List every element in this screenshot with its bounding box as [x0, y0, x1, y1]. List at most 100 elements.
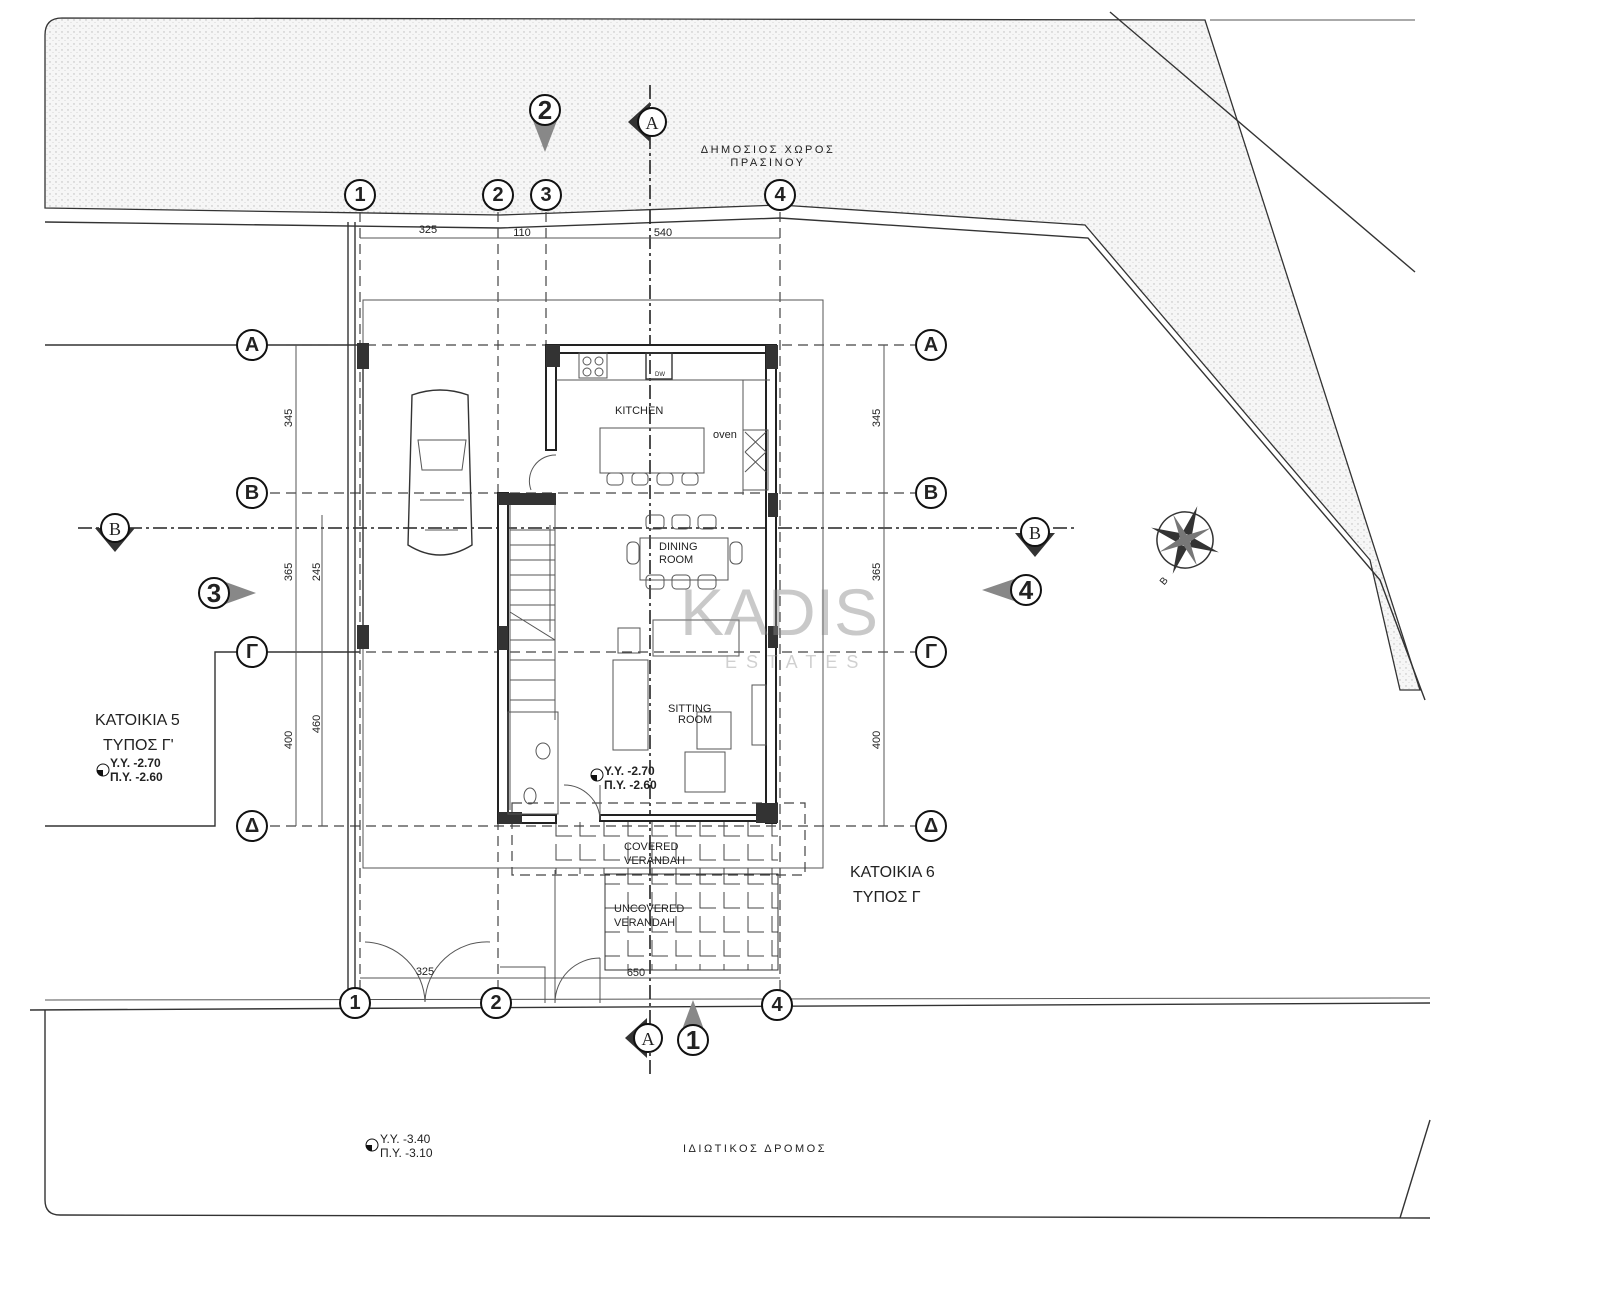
- svg-text:Υ.Υ. -3.40: Υ.Υ. -3.40: [380, 1132, 431, 1146]
- kadis-estates-watermark: KADIS ESTATES: [680, 575, 878, 672]
- grid-bubble-1-bottom: 1: [339, 987, 371, 1019]
- dim-right-2: 365: [871, 563, 883, 581]
- dim-right-1: 345: [871, 409, 883, 427]
- svg-text:Π.Υ. -2.60: Π.Υ. -2.60: [604, 778, 657, 792]
- svg-text:Α: Α: [924, 334, 938, 356]
- grid-bubble-2-bottom: 2: [480, 987, 512, 1019]
- house6-label-2: ΤΥΠΟΣ Γ: [853, 889, 921, 906]
- svg-text:2: 2: [492, 184, 503, 206]
- road-edge: [1399, 1119, 1431, 1219]
- grid-bubble-d-right: Δ: [915, 810, 947, 842]
- covered-verandah: [555, 822, 778, 874]
- dim-left-2: 365: [283, 563, 295, 581]
- public-green-area: [44, 17, 1421, 691]
- dining-label-2: ROOM: [659, 554, 693, 566]
- sitting-label-1: SITTING: [668, 703, 711, 715]
- grid-bubble-3-top: 3: [530, 179, 562, 211]
- grid-bubble-d-left: Δ: [236, 810, 268, 842]
- dining-table: [626, 514, 743, 590]
- covered-verandah-label-2: VERANDAH: [624, 855, 685, 867]
- oven-label: oven: [713, 429, 737, 441]
- svg-text:Υ.Υ. -2.70: Υ.Υ. -2.70: [604, 764, 655, 778]
- kitchen-label: KITCHEN: [615, 405, 663, 417]
- dim-top-3: 540: [654, 227, 672, 239]
- compass-rose-icon: B: [1151, 506, 1219, 588]
- dim-bottom-1: 325: [416, 966, 434, 978]
- house-walls: [347, 222, 778, 1000]
- grid-bubble-g-left: Γ: [236, 636, 268, 668]
- grid-bubble-g-right: Γ: [915, 636, 947, 668]
- section-marker-b-left: B: [95, 513, 135, 552]
- svg-text:Β: Β: [924, 482, 938, 504]
- level-marker-house6: Υ.Υ. -2.70Π.Υ. -2.60: [590, 764, 657, 792]
- grid-bubble-4-bottom: 4: [761, 989, 793, 1021]
- svg-text:4: 4: [771, 994, 783, 1016]
- view-marker-4: 4: [982, 574, 1042, 606]
- grid-bubble-a-right: Α: [915, 329, 947, 361]
- dim-left-1: 345: [283, 409, 295, 427]
- svg-text:3: 3: [540, 184, 551, 206]
- uncovered-verandah: [604, 873, 779, 971]
- private-road-label: ΙΔΙΩΤΙΚΟΣ ΔΡΟΜΟΣ: [683, 1143, 827, 1155]
- dim-left-inner-2: 460: [311, 715, 323, 733]
- section-marker-a-top: A: [628, 102, 667, 142]
- car-icon: [407, 389, 473, 556]
- grid-bubble-b-right: Β: [915, 477, 947, 509]
- wc: [507, 711, 601, 821]
- grid-bubble-b-left: Β: [236, 477, 268, 509]
- dim-top-2: 110: [513, 227, 531, 239]
- plot-boundary-bottom: [29, 1002, 1431, 1011]
- sitting-label-2: ROOM: [678, 714, 712, 726]
- road-edge: [44, 1010, 1431, 1219]
- svg-text:B: B: [1029, 523, 1041, 543]
- section-marker-b-right: B: [1015, 517, 1055, 557]
- staircase: [509, 505, 556, 810]
- svg-text:ESTATES: ESTATES: [725, 652, 867, 672]
- svg-text:Γ: Γ: [925, 641, 937, 663]
- dimension-lines: [295, 237, 885, 979]
- uncovered-verandah-label-2: VERANDAH: [614, 917, 675, 929]
- svg-text:Α: Α: [245, 334, 259, 356]
- section-marker-a-bottom: A: [625, 1018, 663, 1058]
- uncovered-verandah-label-1: UNCOVERED: [614, 903, 684, 915]
- view-marker-2: 2: [529, 94, 561, 152]
- grid-bubble-a-left: Α: [236, 329, 268, 361]
- dim-bottom-2: 650: [627, 967, 645, 979]
- svg-text:B: B: [1158, 575, 1171, 587]
- svg-text:2: 2: [490, 992, 501, 1014]
- entrance-gates: [364, 870, 601, 1004]
- svg-text:4: 4: [774, 184, 786, 206]
- level-marker-house5: Υ.Υ. -2.70Π.Υ. -2.60: [96, 756, 163, 784]
- grid-bubble-4-top: 4: [764, 179, 796, 211]
- svg-text:1: 1: [354, 184, 365, 206]
- svg-text:4: 4: [1019, 575, 1034, 605]
- svg-text:Β: Β: [245, 482, 259, 504]
- plot-boundary-top: [44, 217, 1426, 701]
- dim-left-inner-1: 245: [311, 563, 323, 581]
- boundary-line: [44, 997, 1431, 1001]
- grid-bubble-1-top: 1: [344, 179, 376, 211]
- public-green-label-2: ΠΡΑΣΙΝΟΥ: [730, 157, 805, 169]
- dining-label-1: DINING: [659, 541, 698, 553]
- dim-right-3: 400: [871, 731, 883, 749]
- boundary-line: [1109, 11, 1416, 273]
- view-marker-3: 3: [198, 577, 256, 609]
- dim-top-1: 325: [419, 224, 437, 236]
- svg-text:1: 1: [686, 1025, 700, 1055]
- house6-label-1: ΚΑΤΟΙΚΙΑ 6: [850, 864, 935, 881]
- svg-text:A: A: [646, 113, 659, 133]
- svg-text:Π.Υ. -3.10: Π.Υ. -3.10: [380, 1146, 433, 1160]
- svg-text:2: 2: [538, 95, 552, 125]
- dim-left-3: 400: [283, 731, 295, 749]
- svg-text:Γ: Γ: [246, 641, 258, 663]
- house5-label-2: ΤΥΠΟΣ Γ': [103, 737, 174, 754]
- kitchen-furniture: [528, 352, 770, 495]
- view-marker-1: 1: [677, 1000, 709, 1056]
- covered-area-outline: [511, 802, 806, 876]
- svg-text:Π.Υ. -2.60: Π.Υ. -2.60: [110, 770, 163, 784]
- svg-text:A: A: [642, 1029, 655, 1049]
- level-marker-road: Υ.Υ. -3.40Π.Υ. -3.10: [365, 1132, 433, 1160]
- svg-text:3: 3: [207, 578, 221, 608]
- public-green-label-1: ΔΗΜΟΣΙΟΣ ΧΩΡΟΣ: [701, 144, 836, 156]
